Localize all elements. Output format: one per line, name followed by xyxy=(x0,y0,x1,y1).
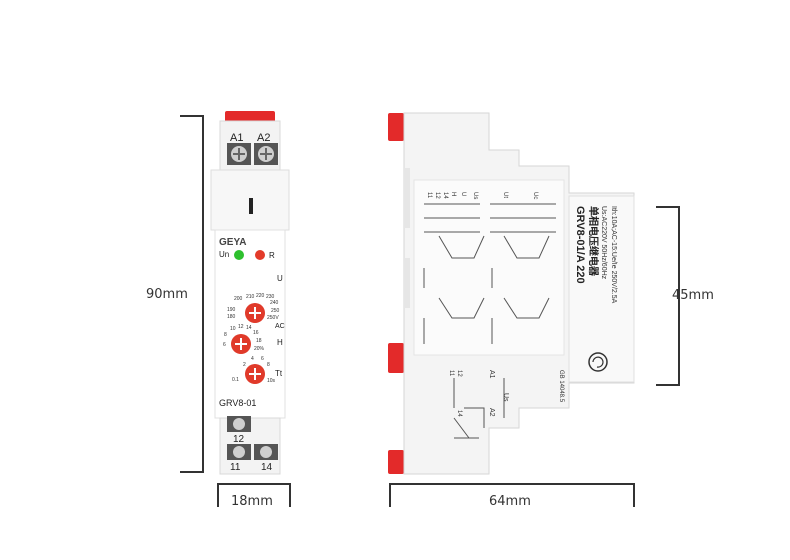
knob-u-tick-190: 190 xyxy=(227,307,236,313)
brand-logo: GEYA xyxy=(219,237,246,248)
side-height-dimension-label: 45mm xyxy=(672,288,714,303)
depth-dimension-bracket xyxy=(389,483,635,507)
terminal-screw-a2 xyxy=(254,143,278,165)
knob-u-tick-210: 210 xyxy=(246,294,255,300)
wiring-label-12: 12 xyxy=(456,370,462,377)
knob-u-label: U xyxy=(277,274,283,283)
diagram-label-u: U xyxy=(460,192,466,196)
led-r-indicator xyxy=(255,250,265,260)
knob-t-tick-10s: 10s xyxy=(267,378,276,384)
knob-h-tick-14: 14 xyxy=(246,325,252,331)
bottom-din-clip xyxy=(388,450,404,474)
terminal-14-label: 14 xyxy=(261,462,273,473)
diagram-label-h: H xyxy=(450,192,456,196)
side-title: GRV8-01/A 220 xyxy=(574,206,586,284)
led-un-indicator xyxy=(234,250,244,260)
height-dimension-bracket xyxy=(180,115,204,473)
knob-t-tick-8: 8 xyxy=(267,362,270,368)
depth-dimension-label: 64mm xyxy=(489,494,531,509)
voltage-knob xyxy=(245,303,265,323)
knob-u-tick-250: 250 xyxy=(271,308,280,314)
terminal-screw-14 xyxy=(254,444,278,460)
terminal-12-label: 12 xyxy=(233,434,245,445)
knob-h-tick-18: 18 xyxy=(256,338,262,344)
knob-u-tick-250v: 250V xyxy=(267,315,279,321)
knob-u-tick-240: 240 xyxy=(270,300,279,306)
terminal-screw-11 xyxy=(227,444,251,460)
model-label: GRV8-01 xyxy=(219,398,256,408)
knob-u-tick-220: 220 xyxy=(256,293,265,299)
ac-label: AC xyxy=(275,323,285,330)
knob-h-tick-10: 10 xyxy=(230,326,236,332)
knob-t-label: Tt xyxy=(275,369,283,378)
knob-u-tick-180: 180 xyxy=(227,314,236,320)
diagram-label-14: 14 xyxy=(442,192,448,199)
knob-t-tick-6: 6 xyxy=(261,356,264,362)
knob-h-tick-6: 6 xyxy=(223,342,226,348)
terminal-a2-label: A2 xyxy=(257,132,270,144)
knob-t-tick-2: 2 xyxy=(243,362,246,368)
standard-label: GB 14048.5 xyxy=(558,370,564,403)
wiring-label-11: 11 xyxy=(448,370,454,377)
relay-front-view: A1 A2 GEYA Un R U 200 210 220 230 240 19… xyxy=(210,111,290,475)
knob-h-tick-12: 12 xyxy=(238,324,244,330)
side-spec-line1: Us:AC220V 50Hz/60Hz xyxy=(600,206,607,280)
wiring-label-a1: A1 xyxy=(488,370,495,379)
relay-side-view: GRV8-01/A 220 单相电压继电器 Us:AC220V 50Hz/60H… xyxy=(388,112,635,475)
width-dimension-bracket xyxy=(217,483,291,507)
side-subtitle: 单相电压继电器 xyxy=(587,206,600,277)
knob-h-tick-20: 20% xyxy=(254,346,265,352)
wiring-label-14: 14 xyxy=(456,410,462,417)
top-din-clip xyxy=(388,113,404,141)
certification-mark-icon xyxy=(588,352,608,372)
terminal-screw-a1 xyxy=(227,143,251,165)
knob-h-label: H xyxy=(277,338,283,347)
diagram-label-12: 12 xyxy=(434,192,440,199)
knob-u-tick-200: 200 xyxy=(234,296,243,302)
side-height-dimension-bracket xyxy=(656,206,680,386)
diagram-label-ut: Ut xyxy=(502,192,508,198)
knob-h-tick-16: 16 xyxy=(253,330,259,336)
diagram-label-11: 11 xyxy=(426,192,432,199)
delay-time-knob xyxy=(245,364,265,384)
width-dimension-label: 18mm xyxy=(231,494,273,509)
height-dimension-label: 90mm xyxy=(146,287,188,302)
diagram-label-uc: Uc xyxy=(532,192,538,199)
diagram-label-us: Us xyxy=(472,192,478,199)
hysteresis-knob xyxy=(231,334,251,354)
wiring-label-us: Us xyxy=(502,393,509,402)
knob-h-tick-8: 8 xyxy=(224,332,227,338)
knob-t-tick-01: 0.1 xyxy=(232,377,239,383)
middle-din-clip xyxy=(388,343,404,373)
wiring-label-a2: A2 xyxy=(488,408,495,417)
led-r-label: R xyxy=(269,251,275,260)
terminal-screw-12 xyxy=(227,416,251,432)
knob-u-tick-230: 230 xyxy=(266,294,275,300)
led-un-label: Un xyxy=(219,250,229,259)
knob-t-tick-4: 4 xyxy=(251,356,254,362)
terminal-11-label: 11 xyxy=(230,462,241,473)
terminal-a1-label: A1 xyxy=(230,132,243,144)
side-spec-line2: Ith:10A;AC-15:Ue/Ie 250V/2.5A xyxy=(610,206,617,304)
